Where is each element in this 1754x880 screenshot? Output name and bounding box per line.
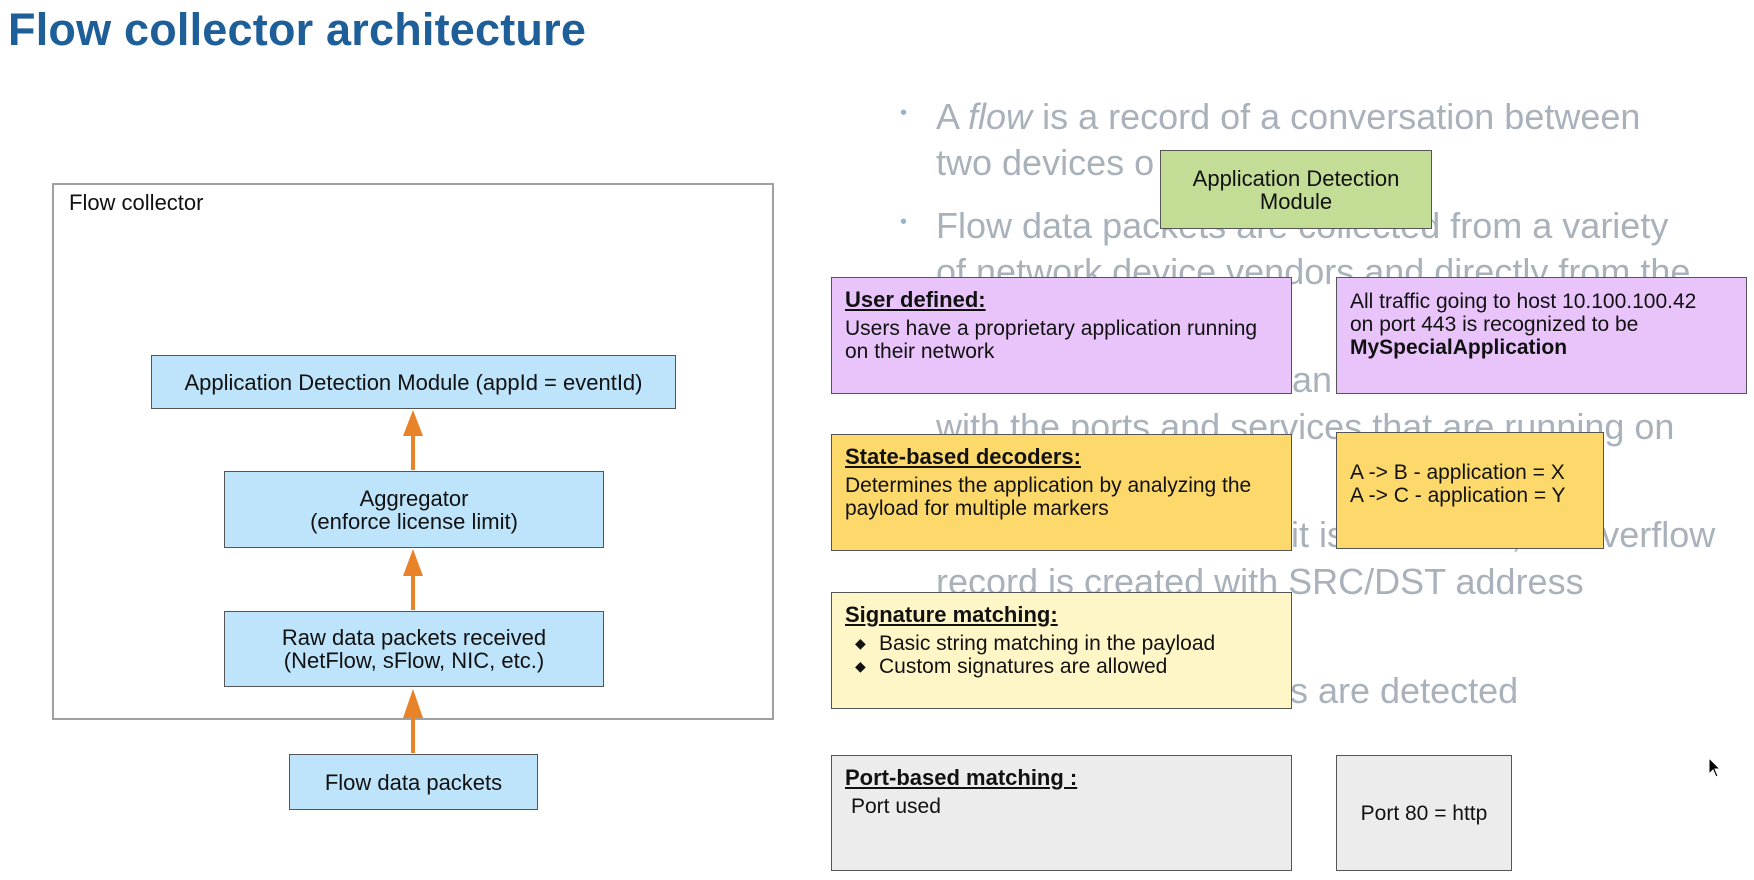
port-based-matching-box: Port-based matching : Port used bbox=[831, 755, 1292, 871]
aggregator-sublabel: (enforce license limit) bbox=[310, 508, 518, 534]
bullet-dot-1: • bbox=[900, 102, 908, 124]
signature-matching-item: Basic string matching in the payload bbox=[855, 632, 1278, 655]
user-defined-description: Users have a proprietary application run… bbox=[845, 317, 1258, 363]
signature-matching-title: Signature matching: bbox=[845, 602, 1058, 627]
user-defined-example-line2: on port 443 is recognized to be bbox=[1350, 313, 1639, 336]
faded-bullet-1-line2: two devices o bbox=[936, 142, 1155, 183]
user-defined-example-app: MySpecialApplication bbox=[1350, 336, 1568, 359]
state-based-example-line2: A -> C - application = Y bbox=[1350, 484, 1566, 507]
raw-data-packets-box: Raw data packets received (NetFlow, sFlo… bbox=[224, 611, 604, 687]
faded-bullet-1-line1: A flow is a record of a conversation bet… bbox=[936, 96, 1641, 137]
flow-data-packets-label: Flow data packets bbox=[324, 769, 503, 795]
faded-fragment-an: an bbox=[1292, 359, 1333, 400]
app-detection-module-label: Application Detection Module (appId = ev… bbox=[184, 369, 643, 395]
state-based-decoders-box: State-based decoders: Determines the app… bbox=[831, 434, 1292, 551]
app-detection-module-box: Application Detection Module (appId = ev… bbox=[151, 355, 676, 409]
flow-collector-label: Flow collector bbox=[69, 190, 204, 215]
raw-data-label: Raw data packets received bbox=[281, 625, 547, 650]
user-defined-box: User defined: Users have a proprietary a… bbox=[831, 277, 1292, 394]
signature-matching-item: Custom signatures are allowed bbox=[855, 655, 1278, 678]
signature-matching-list: Basic string matching in the payload Cus… bbox=[845, 632, 1278, 678]
port-based-example: Port 80 = http bbox=[1360, 801, 1488, 825]
user-defined-example-box: All traffic going to host 10.100.100.42 … bbox=[1336, 277, 1747, 394]
page-title: Flow collector architecture bbox=[8, 4, 587, 55]
port-based-matching-title: Port-based matching : bbox=[845, 765, 1078, 790]
signature-matching-box: Signature matching: Basic string matchin… bbox=[831, 592, 1292, 709]
port-based-example-box: Port 80 = http bbox=[1336, 755, 1512, 871]
state-based-example-box: A -> B - application = X A -> C - applic… bbox=[1336, 432, 1604, 549]
aggregator-label: Aggregator bbox=[359, 485, 469, 511]
raw-data-sublabel: (NetFlow, sFlow, NIC, etc.) bbox=[283, 648, 545, 673]
state-based-decoders-title: State-based decoders: bbox=[845, 444, 1081, 469]
application-detection-module-box: Application Detection Module bbox=[1160, 150, 1432, 229]
bullet-dot-2: • bbox=[900, 211, 908, 233]
state-based-example-line1: A -> B - application = X bbox=[1350, 461, 1565, 484]
aggregator-box: Aggregator (enforce license limit) bbox=[224, 471, 604, 548]
port-based-matching-description: Port used bbox=[851, 795, 941, 818]
faded-fragment-detected: s are detected bbox=[1290, 670, 1519, 711]
flow-data-packets-box: Flow data packets bbox=[289, 754, 538, 810]
user-defined-title: User defined: bbox=[845, 287, 986, 312]
state-based-decoders-description: Determines the application by analyzing … bbox=[845, 474, 1252, 520]
application-detection-module-label: Application Detection Module bbox=[1192, 165, 1400, 214]
mouse-cursor-icon bbox=[1708, 757, 1722, 778]
user-defined-example-line1: All traffic going to host 10.100.100.42 bbox=[1350, 290, 1697, 313]
